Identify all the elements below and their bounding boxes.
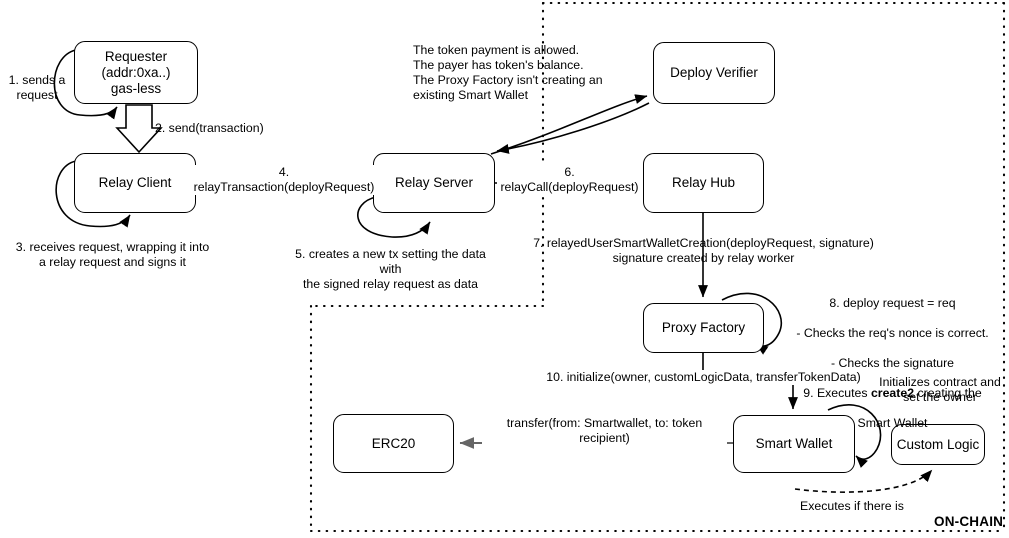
label-executes-note: Executes if there is (800, 499, 904, 513)
label-step-1: 1. sends a request (8, 73, 66, 102)
label-step-9-line2: Smart Wallet (857, 416, 928, 430)
arrow-verifier-to-server (496, 102, 650, 154)
node-custom-logic-label: Custom Logic (896, 436, 980, 452)
node-custom-logic[interactable]: Custom Logic (891, 424, 985, 465)
label-step-8-line2: - Checks the req's nonce is correct. (796, 326, 989, 340)
label-transfer: transfer(from: Smartwallet, to: token re… (482, 416, 727, 446)
node-deploy-verifier-label: Deploy Verifier (670, 65, 758, 80)
node-smart-wallet-label: Smart Wallet (755, 436, 833, 451)
node-relay-client[interactable]: Relay Client (74, 153, 196, 213)
label-step-2: 2. send(transaction) (155, 121, 264, 135)
node-requester-label: Requester (addr:0xa..) gas-less (101, 48, 171, 96)
label-step-9-create2: create2 (870, 386, 915, 400)
label-step-8-line3: - Checks the signature (830, 356, 955, 370)
label-on-chain: ON-CHAIN (934, 514, 1004, 529)
node-relay-server-label: Relay Server (394, 175, 474, 190)
label-step-10: 10. initialize(owner, customLogicData, t… (531, 370, 876, 385)
node-proxy-factory[interactable]: Proxy Factory (643, 303, 764, 353)
label-step-9-pre: 9. Executes (803, 386, 871, 400)
label-step-9-post: creating the (914, 386, 982, 400)
node-relay-hub-label: Relay Hub (671, 175, 736, 190)
node-relay-hub[interactable]: Relay Hub (643, 153, 764, 213)
node-relay-server[interactable]: Relay Server (373, 153, 495, 213)
label-step-5: 5. creates a new tx setting the data wit… (295, 247, 486, 291)
arrow-server-to-verifier (490, 94, 648, 155)
node-relay-client-label: Relay Client (98, 175, 172, 190)
label-step-3: 3. receives request, wrapping it into a … (15, 240, 210, 269)
label-initializes-note: Initializes contract and set the owner (879, 375, 1001, 404)
node-erc20[interactable]: ERC20 (333, 414, 454, 473)
label-step-8-9: 8. deploy request = req - Checks the req… (785, 281, 1000, 431)
label-step-6: 6. relayCall(deployRequest) (497, 165, 642, 195)
label-deploy-verifier-note: The token payment is allowed. The payer … (413, 43, 603, 102)
node-erc20-label: ERC20 (371, 435, 416, 451)
label-step-4: 4. relayTransaction(deployRequest) (193, 165, 375, 195)
node-requester[interactable]: Requester (addr:0xa..) gas-less (74, 41, 198, 104)
node-deploy-verifier[interactable]: Deploy Verifier (653, 42, 775, 104)
node-proxy-factory-label: Proxy Factory (661, 320, 746, 335)
label-step-7: 7. relayedUserSmartWalletCreation(deploy… (533, 236, 874, 265)
arrow-smartwallet-to-customlogic (794, 469, 933, 493)
label-step-8-line1: 8. deploy request = req (829, 296, 956, 310)
